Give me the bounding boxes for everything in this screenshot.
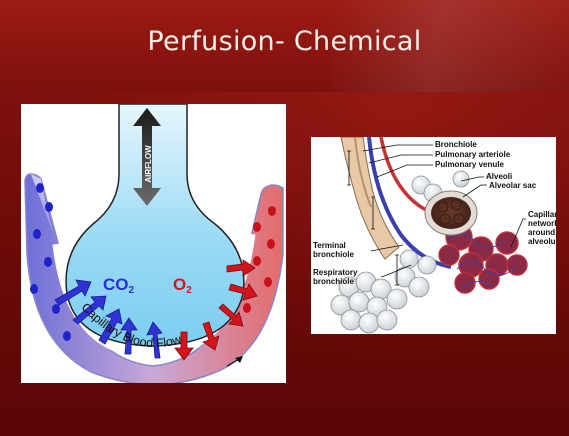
label-capillary-2: network — [528, 219, 556, 228]
label-capillary-4: alveolus — [528, 237, 556, 246]
airflow-label: AIRFLOW — [144, 145, 153, 183]
label-bronchiole: Bronchiole — [435, 140, 477, 149]
bronchiole-anatomy-diagram: Bronchiole Pulmonary arteriole Pulmonary… — [311, 137, 556, 334]
label-pulmonary-venule: Pulmonary venule — [435, 160, 504, 169]
slide-title: Perfusion- Chemical — [0, 26, 569, 57]
label-alveolar-sac: Alveolar sac — [489, 181, 537, 190]
alveolus-diagram-svg: AIRFLOW — [21, 104, 286, 383]
alveolus-gas-exchange-diagram: AIRFLOW — [21, 104, 286, 383]
label-alveoli: Alveoli — [486, 172, 512, 181]
label-respiratory-2: bronchiole — [313, 277, 354, 286]
label-respiratory-1: Respiratory — [313, 268, 358, 277]
label-pulmonary-arteriole: Pulmonary arteriole — [435, 150, 511, 159]
label-terminal-1: Terminal — [313, 241, 346, 250]
anatomy-svg: Bronchiole Pulmonary arteriole Pulmonary… — [311, 137, 556, 334]
label-capillary-1: Capillary — [528, 210, 556, 219]
alveolar-sac — [425, 191, 477, 235]
label-capillary-3: around — [528, 228, 555, 237]
label-terminal-2: bronchiole — [313, 250, 354, 259]
